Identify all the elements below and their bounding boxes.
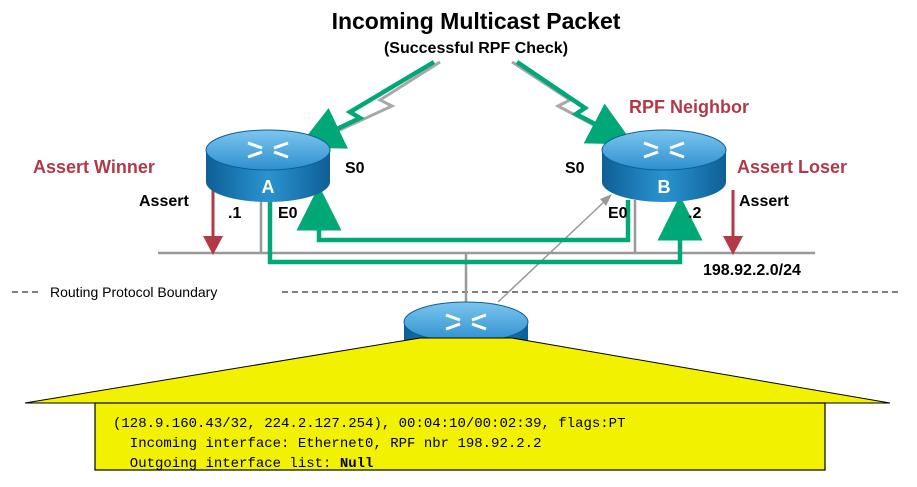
diagram-title: Incoming Multicast Packet [332, 8, 621, 34]
router-b-host-label: .2 [688, 205, 701, 222]
assert-arrowhead-b [723, 236, 743, 255]
router-b-serial-label: S0 [565, 160, 585, 177]
assert-label-b: Assert [739, 193, 789, 210]
flow-a-to-b [267, 195, 703, 265]
packet-arrow-to-b [515, 60, 634, 145]
flow-b-to-a [296, 185, 631, 243]
router-b-ethernet-label: E0 [608, 205, 628, 222]
packet-arrow-to-a [297, 60, 436, 149]
router-b: B [601, 129, 727, 202]
boundary-label: Routing Protocol Boundary [50, 284, 217, 300]
mroute-outgoing-value: Null [340, 456, 374, 472]
rpf-neighbor-label: RPF Neighbor [629, 97, 749, 117]
network-label: 198.92.2.0/24 [703, 262, 801, 279]
mroute-line-1: (128.9.160.43/32, 224.2.127.254), 00:04:… [113, 416, 625, 432]
assert-winner-label: Assert Winner [33, 157, 155, 177]
mroute-line-3-prefix: Outgoing interface list: [113, 456, 340, 472]
mroute-line-2: Incoming interface: Ethernet0, RPF nbr 1… [113, 436, 541, 452]
assert-label-a: Assert [139, 193, 189, 210]
c-to-b-line [497, 199, 607, 303]
c-to-b-arrowhead [600, 194, 612, 206]
assert-loser-label: Assert Loser [737, 157, 847, 177]
diagram-subtitle: (Successful RPF Check) [384, 40, 568, 57]
mroute-line-3: Outgoing interface list: Null [113, 456, 373, 472]
assert-arrowhead-a [203, 236, 223, 255]
router-a: A [205, 129, 331, 202]
router-a-letter: A [262, 177, 275, 197]
router-a-host-label: .1 [228, 205, 241, 222]
router-a-ethernet-label: E0 [278, 205, 298, 222]
router-b-letter: B [658, 177, 671, 197]
serial-link-a [317, 60, 441, 142]
router-a-serial-label: S0 [345, 160, 365, 177]
mroute-callout [94, 402, 826, 471]
